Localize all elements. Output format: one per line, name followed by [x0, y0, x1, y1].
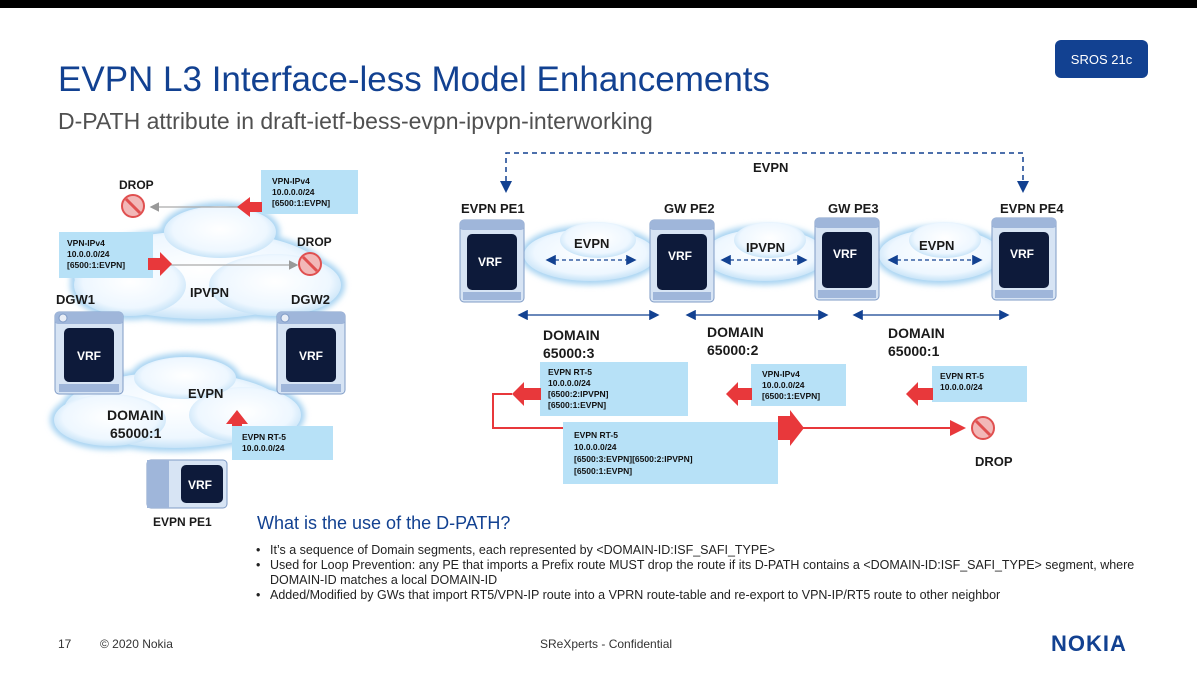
- right-info-box-c-line: EVPN RT-5: [940, 371, 984, 381]
- bullet-item: Added/Modified by GWs that import RT5/VP…: [256, 588, 1156, 603]
- domain3-id: 65000:3: [543, 345, 595, 361]
- gw-pe2-router: VRF: [649, 219, 715, 303]
- right-info-box-a-line: [6500:1:EVPN]: [548, 400, 606, 410]
- right-info-box-a-line: 10.0.0.0/24: [548, 378, 591, 388]
- left-info-box-top-line: [6500:1:EVPN]: [272, 198, 330, 208]
- domain1-id: 65000:1: [888, 343, 940, 359]
- loop-path: [492, 393, 966, 436]
- left-evpn-pe1-label: EVPN PE1: [153, 515, 212, 529]
- vrf-label: VRF: [478, 255, 502, 269]
- right-info-box-c-line: 10.0.0.0/24: [940, 382, 983, 392]
- dgw2-label: DGW2: [291, 292, 330, 307]
- confidential-label: SReXperts - Confidential: [540, 637, 673, 651]
- question-heading: What is the use of the D-PATH?: [257, 513, 511, 533]
- right-info-box-a-line: EVPN RT-5: [548, 367, 592, 377]
- left-info-box-mid: [59, 232, 153, 278]
- left-evpn-label: EVPN: [188, 386, 223, 401]
- left-drop-label-2: DROP: [297, 235, 332, 249]
- gw-pe3-label: GW PE3: [828, 201, 879, 216]
- left-info-box-mid-line: [6500:1:EVPN]: [67, 260, 125, 270]
- left-drop-label-1: DROP: [119, 178, 154, 192]
- right-red-arrow-b: [726, 382, 752, 406]
- right-info-box-b: [751, 364, 846, 406]
- nokia-logo: NOKIA: [1051, 631, 1127, 656]
- left-info-box-mid-line: 10.0.0.0/24: [67, 249, 110, 259]
- left-info-box-bottom-line: EVPN RT-5: [242, 432, 286, 442]
- left-info-box-bottom-line: 10.0.0.0/24: [242, 443, 285, 453]
- right-pe1-router: VRF: [459, 219, 525, 303]
- evpn-overlay-arrow: [500, 152, 1029, 193]
- vrf-label: VRF: [668, 249, 692, 263]
- domain1-label: DOMAIN: [888, 325, 945, 341]
- right-drop-label: DROP: [975, 454, 1013, 469]
- right-info-box-c: [932, 366, 1027, 402]
- drop-icon: [121, 194, 145, 218]
- right-evpn-cloud-3: [875, 222, 1005, 285]
- left-info-box-top: [261, 170, 358, 214]
- gw-pe3-router: VRF: [814, 217, 880, 301]
- right-info-box-b-line: VPN-IPv4: [762, 369, 800, 379]
- right-info-box-a-line: [6500:2:IPVPN]: [548, 389, 609, 399]
- bullet-item: It’s a sequence of Domain segments, each…: [256, 543, 1156, 558]
- slide-subtitle: D-PATH attribute in draft-ietf-bess-evpn…: [58, 108, 653, 134]
- right-info-box-d-line: [6500:1:EVPN]: [574, 466, 632, 476]
- right-red-arrow-c: [906, 382, 933, 406]
- dgw1-router: VRF: [54, 311, 124, 395]
- vrf-label: VRF: [299, 349, 323, 363]
- left-domain-id: 65000:1: [110, 425, 162, 441]
- evpn-overlay-label: EVPN: [753, 160, 788, 175]
- left-info-box-bottom: [232, 426, 333, 460]
- right-info-box-b-line: [6500:1:EVPN]: [762, 391, 820, 401]
- domain3-label: DOMAIN: [543, 327, 600, 343]
- bullet-list: It’s a sequence of Domain segments, each…: [256, 543, 1156, 603]
- page-number: 17: [58, 637, 72, 651]
- dgw2-router: VRF: [276, 311, 346, 395]
- right-red-arrow-a: [512, 382, 541, 406]
- right-info-box-a: [540, 362, 688, 416]
- slide-title: EVPN L3 Interface-less Model Enhancement…: [58, 60, 771, 99]
- domain2-id: 65000:2: [707, 342, 759, 358]
- right-pe4-label: EVPN PE4: [1000, 201, 1064, 216]
- gw-pe2-label: GW PE2: [664, 201, 715, 216]
- left-red-arrow-top: [237, 197, 262, 217]
- version-badge: SROS 21c: [1055, 40, 1148, 78]
- left-info-box-mid-line: VPN-IPv4: [67, 238, 105, 248]
- left-evpn-pe1-router: VRF: [146, 459, 228, 509]
- right-cloud2-label: IPVPN: [746, 240, 785, 255]
- vrf-label: VRF: [188, 478, 212, 492]
- right-cloud3-label: EVPN: [919, 238, 954, 253]
- left-red-arrow-bottom: [226, 410, 248, 436]
- vrf-label: VRF: [1010, 247, 1034, 261]
- right-info-box-d: [563, 422, 778, 484]
- left-info-box-top-line: 10.0.0.0/24: [272, 187, 315, 197]
- right-pe4-router: VRF: [991, 217, 1057, 301]
- dgw1-label: DGW1: [56, 292, 95, 307]
- left-red-arrow-mid: [148, 252, 172, 276]
- left-domain-label: DOMAIN: [107, 407, 164, 423]
- drop-icon: [298, 252, 322, 276]
- drop-icon: [971, 416, 995, 440]
- vrf-label: VRF: [833, 247, 857, 261]
- right-info-box-b-line: 10.0.0.0/24: [762, 380, 805, 390]
- right-info-box-d-line: 10.0.0.0/24: [574, 442, 617, 452]
- bullet-item: Used for Loop Prevention: any PE that im…: [256, 558, 1156, 588]
- right-red-arrow-d: [778, 410, 804, 446]
- left-ipvpn-label: IPVPN: [190, 285, 229, 300]
- right-info-box-d-line: [6500:3:EVPN][6500:2:IPVPN]: [574, 454, 693, 464]
- right-pe1-label: EVPN PE1: [461, 201, 525, 216]
- domain2-label: DOMAIN: [707, 324, 764, 340]
- copyright: © 2020 Nokia: [100, 637, 173, 651]
- right-evpn-cloud-1: [520, 222, 660, 285]
- top-bar: [0, 0, 1197, 8]
- left-info-box-top-line: VPN-IPv4: [272, 176, 310, 186]
- right-cloud1-label: EVPN: [574, 236, 609, 251]
- right-info-box-d-line: EVPN RT-5: [574, 430, 618, 440]
- vrf-label: VRF: [77, 349, 101, 363]
